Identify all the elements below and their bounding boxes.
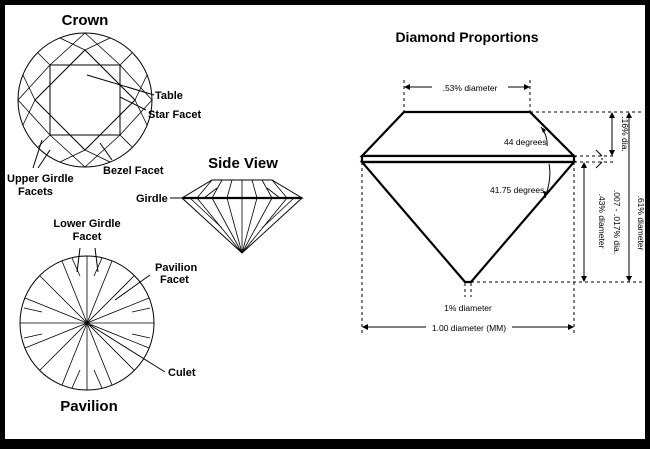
culet-label: Culet <box>168 367 196 379</box>
bezel-facet-label: Bezel Facet <box>103 165 164 177</box>
crown-height-arrow-top <box>609 112 615 118</box>
table-arrow-left <box>404 84 410 90</box>
diameter-dim-bg <box>426 321 512 333</box>
pavilion-facet-leader <box>114 274 151 301</box>
crown-height-label: .16% dia. <box>620 116 630 151</box>
lower-girdle-label-1: Lower Girdle <box>53 218 120 230</box>
girdle-thickness-label: .007 - .017% dia. <box>612 190 622 254</box>
upper-girdle-leader-1 <box>32 139 43 169</box>
total-depth-arrow-bottom <box>626 276 632 282</box>
lower-girdle-leader-2 <box>94 247 99 273</box>
pavilion-view: Lower Girdle Facet Pavilion Facet Culet … <box>19 218 197 415</box>
total-depth-label: .61% diameter <box>636 196 646 251</box>
pavilion-angle-label: 41.75 degrees <box>490 185 544 195</box>
table-label: Table <box>155 90 183 102</box>
full-diameter-label: 1.00 diameter (MM) <box>432 323 506 333</box>
pavilion-title: Pavilion <box>60 398 118 415</box>
star-facet-leader <box>119 96 147 111</box>
diameter-arrow-left <box>362 324 368 330</box>
culet-leader <box>89 324 166 373</box>
table-arrow-right <box>524 84 530 90</box>
proportions-diagram: Diamond Proportions .53% diameter 44 deg… <box>359 29 646 336</box>
crown-facet-lines <box>17 32 153 168</box>
bezel-facet-leader <box>99 142 113 161</box>
upper-girdle-label-1: Upper Girdle <box>7 173 74 185</box>
pavilion-angle-arrow <box>543 191 548 198</box>
girdle-label: Girdle <box>136 193 168 205</box>
proportions-title: Diamond Proportions <box>395 29 538 45</box>
crown-height-arrow-bottom <box>609 150 615 156</box>
culet-diameter-label: 1% diameter <box>444 303 492 313</box>
table-diameter-label: .53% diameter <box>443 83 498 93</box>
pavilion-depth-arrow-bottom <box>581 276 587 282</box>
crown-view: Crown Table Star Facet Bezel Facet Upper… <box>7 12 202 198</box>
crown-angle-label: 44 degrees <box>504 137 547 147</box>
total-depth-arrow-top <box>626 112 632 118</box>
star-facet-label: Star Facet <box>148 109 202 121</box>
pavilion-depth-arrow-top <box>581 162 587 168</box>
pavilion-facet-label-2: Facet <box>160 274 189 286</box>
girdle-dim-arrow-bottom <box>595 161 603 169</box>
crown-table-square <box>49 64 121 136</box>
side-view-title: Side View <box>208 155 278 172</box>
lower-girdle-leader-1 <box>76 247 81 273</box>
pavilion-depth-label: .43% diameter <box>597 194 607 249</box>
table-dim-bg <box>432 81 508 93</box>
upper-girdle-leader-2 <box>37 149 51 169</box>
side-view: Side View Girdle <box>136 155 304 254</box>
pavilion-lower-girdle-lines <box>23 257 151 389</box>
table-leader <box>86 74 155 96</box>
lower-girdle-label-2: Facet <box>73 231 102 243</box>
upper-girdle-label-2: Facets <box>18 186 53 198</box>
side-facet-lines <box>189 179 295 254</box>
crown-title: Crown <box>62 12 109 29</box>
crown-angle-arrow <box>541 127 546 133</box>
girdle-dim-arrow-top <box>595 149 603 157</box>
pavilion-facet-label-1: Pavilion <box>155 262 197 274</box>
diameter-arrow-right <box>568 324 574 330</box>
